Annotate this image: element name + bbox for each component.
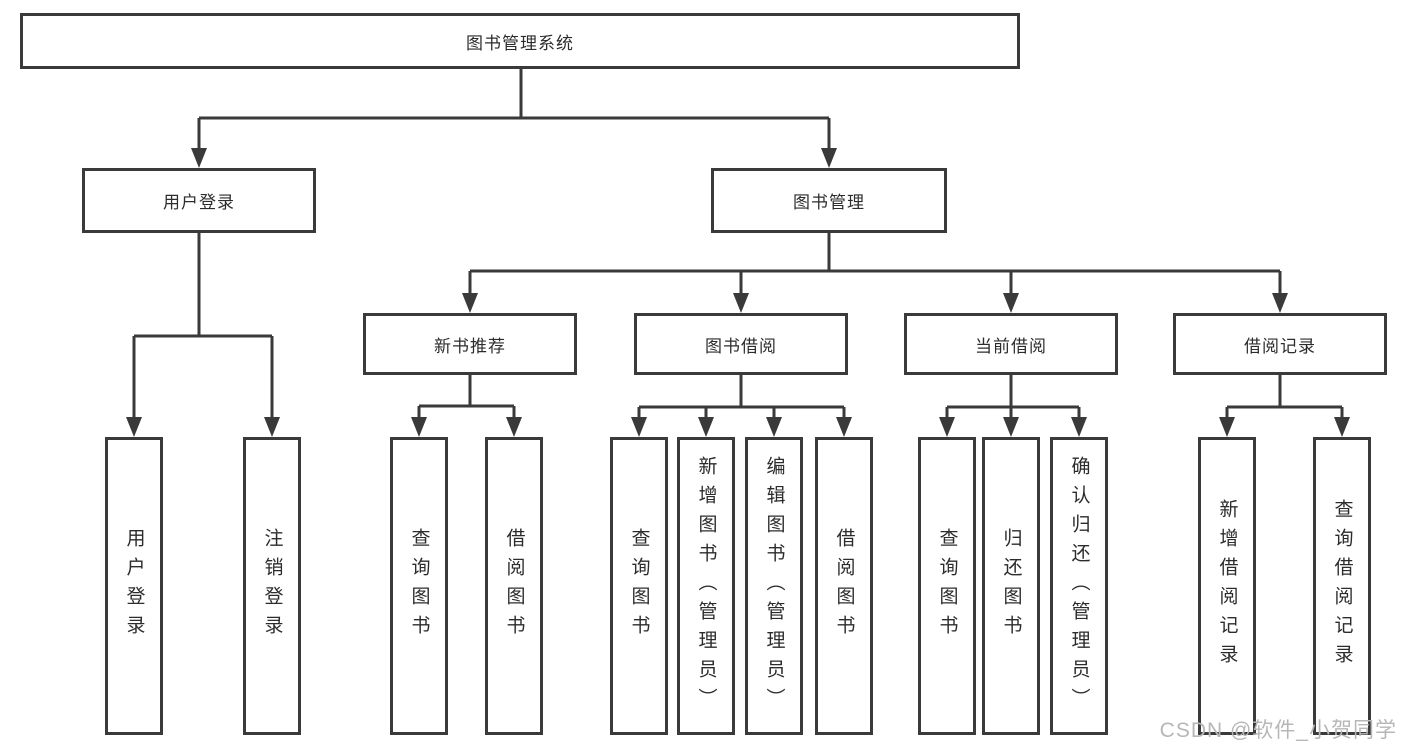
leaf-label: 查询图书 — [936, 528, 958, 644]
leaf-label: 编辑图书（管理员） — [763, 455, 785, 717]
arrow-icon — [698, 417, 714, 437]
node-library-management-system: 图书管理系统 — [20, 13, 1020, 69]
arrow-icon — [264, 417, 280, 437]
arrow-icon — [1003, 293, 1019, 313]
leaf-add-borrow-record: 新增借阅记录 — [1198, 437, 1256, 735]
connector-new-book-recommend — [417, 375, 516, 421]
leaf-borrow-books-recommend: 借阅图书 — [485, 437, 543, 735]
arrow-icon — [836, 417, 852, 437]
arrow-icon — [1003, 417, 1019, 437]
leaf-label: 新增图书（管理员） — [695, 455, 717, 717]
connector-current-borrow — [945, 375, 1081, 421]
arrow-icon — [191, 148, 207, 168]
arrow-icon — [1219, 417, 1235, 437]
node-new-book-recommend: 新书推荐 — [363, 313, 577, 375]
arrow-icon — [126, 417, 142, 437]
connector-book-borrow — [637, 375, 846, 421]
node-book-borrow: 图书借阅 — [634, 313, 848, 375]
node-label: 当前借阅 — [975, 336, 1047, 356]
node-borrow-records: 借阅记录 — [1173, 313, 1387, 375]
leaf-confirm-return-admin: 确认归还（管理员） — [1050, 437, 1108, 735]
leaf-logout: 注销登录 — [243, 437, 301, 735]
node-label: 图书借阅 — [705, 336, 777, 356]
leaf-label: 用户登录 — [123, 528, 145, 644]
connector-book-management — [468, 233, 1282, 297]
leaf-label: 新增借阅记录 — [1216, 499, 1238, 673]
arrow-icon — [1272, 293, 1288, 313]
node-current-borrow: 当前借阅 — [904, 313, 1118, 375]
arrow-icon — [506, 417, 522, 437]
leaf-return-books: 归还图书 — [982, 437, 1040, 735]
node-book-management: 图书管理 — [711, 168, 947, 233]
arrow-icon — [821, 148, 837, 168]
node-label: 图书管理 — [793, 193, 865, 212]
connector-user-login — [132, 233, 274, 421]
arrowheads — [126, 148, 1350, 437]
leaf-query-borrow-record: 查询借阅记录 — [1313, 437, 1371, 735]
arrow-icon — [411, 417, 427, 437]
leaf-label: 查询图书 — [408, 528, 430, 644]
leaf-edit-book-admin: 编辑图书（管理员） — [745, 437, 803, 735]
leaf-label: 查询图书 — [628, 528, 650, 644]
leaf-query-books-borrow: 查询图书 — [610, 437, 668, 735]
node-label: 借阅记录 — [1244, 336, 1316, 356]
leaf-query-books-recommend: 查询图书 — [390, 437, 448, 735]
connector-borrow-records — [1225, 375, 1344, 421]
leaf-label: 借阅图书 — [503, 528, 525, 644]
node-user-login: 用户登录 — [82, 168, 316, 233]
arrow-icon — [462, 293, 478, 313]
leaf-add-book-admin: 新增图书（管理员） — [677, 437, 735, 735]
connector-root — [197, 69, 831, 152]
leaf-label: 借阅图书 — [833, 528, 855, 644]
arrow-icon — [631, 417, 647, 437]
leaf-query-books-current: 查询图书 — [918, 437, 976, 735]
leaf-label: 查询借阅记录 — [1331, 499, 1353, 673]
node-label: 用户登录 — [163, 193, 235, 212]
arrow-icon — [939, 417, 955, 437]
leaf-user-login: 用户登录 — [105, 437, 163, 735]
leaf-label: 注销登录 — [261, 528, 283, 644]
node-label: 图书管理系统 — [466, 33, 574, 53]
arrow-icon — [1334, 417, 1350, 437]
watermark: CSDN @软件_小贺同学 — [1159, 719, 1397, 742]
arrow-icon — [766, 417, 782, 437]
leaf-label: 确认归还（管理员） — [1068, 455, 1090, 717]
leaf-label: 归还图书 — [1000, 528, 1022, 644]
arrow-icon — [1071, 417, 1087, 437]
arrow-icon — [733, 293, 749, 313]
leaf-borrow-books: 借阅图书 — [815, 437, 873, 735]
node-label: 新书推荐 — [434, 336, 506, 356]
